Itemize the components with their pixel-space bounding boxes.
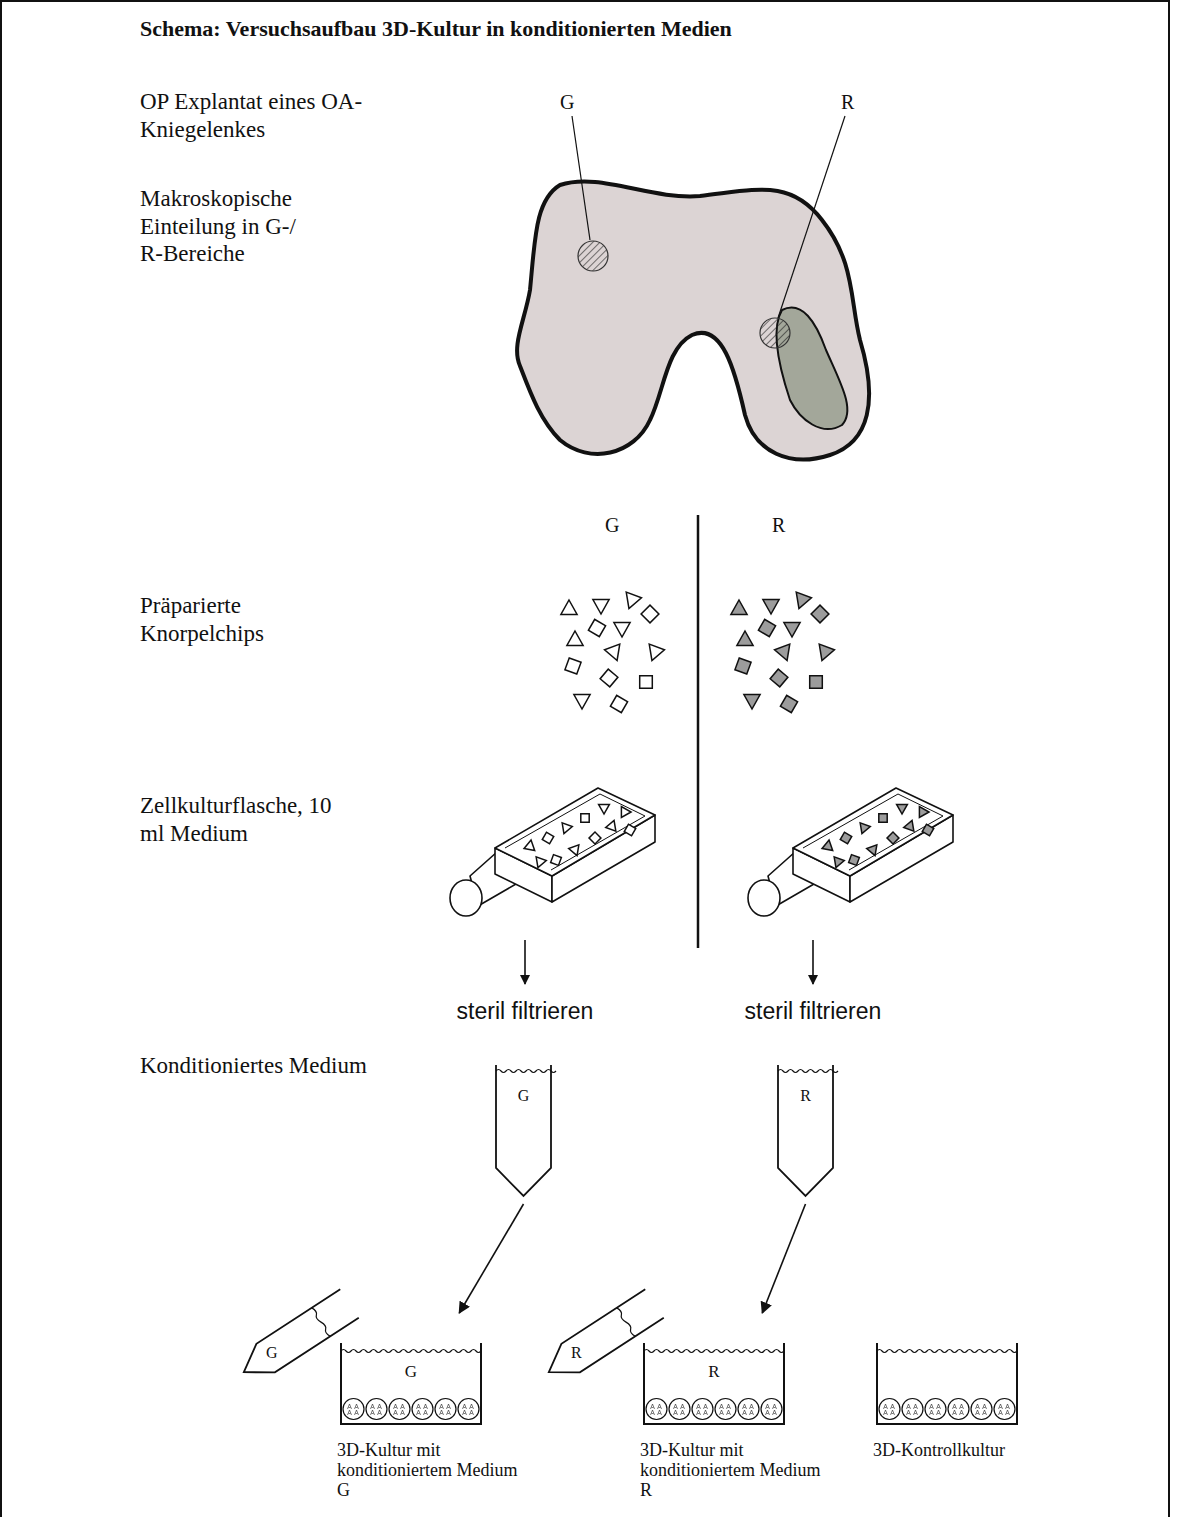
- shape-outline: [777, 1063, 834, 1198]
- knee-outline: [517, 182, 869, 460]
- culture-well: 3D-Kontrollkultur: [876, 1343, 1018, 1425]
- caption: 3D-Kultur mit konditioniertem Medium G: [337, 1441, 522, 1500]
- arrow: [524, 940, 526, 984]
- medium-tube: G: [495, 1063, 552, 1198]
- culture-flask: [748, 788, 953, 916]
- label: R: [772, 513, 802, 537]
- shape-outline: [876, 1343, 1018, 1425]
- label: G: [560, 90, 590, 114]
- arrow: [812, 940, 814, 984]
- label: steril filtrieren: [415, 998, 635, 1026]
- medium-tube: R: [777, 1063, 834, 1198]
- culture-flask: [450, 788, 655, 916]
- node-label: G: [340, 1363, 482, 1382]
- connector-arrow: [459, 1204, 523, 1313]
- node-label: G: [266, 1344, 278, 1362]
- culture-well: G3D-Kultur mit konditioniertem Medium G: [340, 1343, 482, 1425]
- divider: [697, 515, 700, 948]
- label: Präparierte Knorpelchips: [140, 592, 300, 647]
- node-label: G: [495, 1087, 552, 1105]
- label: Zellkulturflasche, 10 ml Medium: [140, 792, 345, 847]
- shape-outline: [495, 1063, 552, 1198]
- label: steril filtrieren: [703, 998, 923, 1026]
- shape-outline: [643, 1343, 785, 1425]
- shape-outline: [340, 1343, 482, 1425]
- label: Konditioniertes Medium: [140, 1052, 460, 1080]
- cartilage-chips: [524, 592, 934, 869]
- label: Makroskopische Einteilung in G-/ R-Berei…: [140, 185, 300, 268]
- node-label: R: [643, 1363, 785, 1382]
- title: Schema: Versuchsaufbau 3D-Kultur in kond…: [140, 16, 732, 42]
- culture-well: R3D-Kultur mit konditioniertem Medium R: [643, 1343, 785, 1425]
- sample-site: [760, 318, 790, 348]
- connector-arrow: [762, 1204, 805, 1313]
- label: G: [605, 513, 635, 537]
- label: R: [841, 90, 871, 114]
- node-label: R: [777, 1087, 834, 1105]
- sample-site: [578, 241, 608, 271]
- leader-line: [778, 116, 845, 318]
- label: OP Explantat eines OA-Kniegelenkes: [140, 88, 370, 143]
- caption: 3D-Kultur mit konditioniertem Medium R: [640, 1441, 825, 1500]
- caption: 3D-Kontrollkultur: [873, 1441, 1058, 1461]
- node-label: R: [571, 1344, 582, 1362]
- leader-line: [572, 116, 590, 240]
